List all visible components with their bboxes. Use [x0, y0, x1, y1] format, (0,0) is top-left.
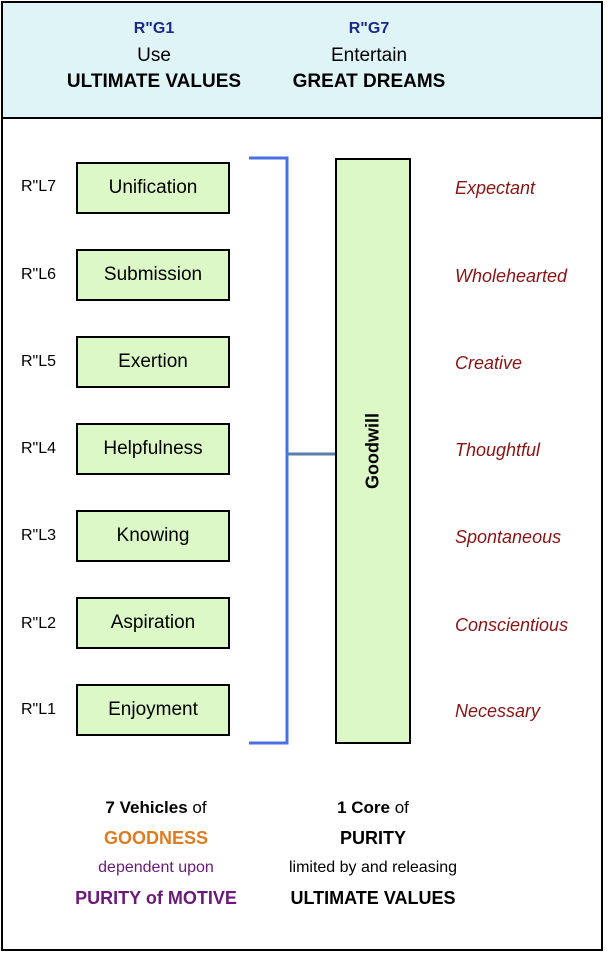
- level-code-l6: R"L6: [21, 266, 57, 283]
- footer-left-count-rest: of: [187, 798, 207, 817]
- footer-right-count: 1 Core of: [253, 793, 493, 823]
- level-code-l2: R"L2: [21, 615, 57, 632]
- footer-right-relation: limited by and releasing: [288, 859, 458, 876]
- quality-l6: Wholehearted: [455, 266, 568, 286]
- quality-l4: Thoughtful: [455, 440, 541, 460]
- header-right-verb: Entertain: [330, 45, 408, 66]
- level-code-l4: R"L4: [21, 440, 57, 457]
- vehicle-label: Knowing: [116, 525, 190, 546]
- footer-left-count: 7 Vehicles of: [36, 793, 276, 823]
- footer-right: 1 Core of PURITY limited by and releasin…: [253, 793, 493, 913]
- footer-left: 7 Vehicles of GOODNESS dependent upon PU…: [36, 793, 276, 913]
- quality-l2: Conscientious: [455, 615, 569, 635]
- footer-right-count-rest: of: [390, 798, 409, 817]
- vehicle-label: Aspiration: [110, 612, 196, 633]
- core-label: Goodwill: [362, 413, 383, 489]
- core-box-goodwill: Goodwill: [335, 158, 411, 744]
- footer-left-relation: dependent upon: [98, 859, 214, 876]
- vehicle-label: Helpfulness: [103, 438, 203, 459]
- footer-left-count-bold: 7 Vehicles: [105, 798, 188, 817]
- quality-l1: Necessary: [455, 701, 541, 721]
- header-right: R"G7 Entertain GREAT DREAMS: [259, 19, 479, 95]
- vehicle-box-knowing: Knowing: [76, 510, 230, 562]
- quality-l5: Creative: [455, 353, 523, 373]
- vehicle-label: Unification: [108, 177, 198, 198]
- level-code-l5: R"L5: [21, 353, 57, 370]
- level-code-l1: R"L1: [21, 701, 57, 718]
- header-left-object: ULTIMATE VALUES: [66, 71, 242, 92]
- footer-right-target: ULTIMATE VALUES: [290, 888, 456, 908]
- header-left-code: R"G1: [133, 20, 175, 37]
- header-right-code: R"G7: [348, 20, 390, 37]
- header: R"G1 Use ULTIMATE VALUES R"G7 Entertain …: [3, 3, 601, 119]
- vehicle-label: Exertion: [118, 351, 188, 372]
- header-left: R"G1 Use ULTIMATE VALUES: [44, 19, 264, 95]
- bracket-line: [249, 156, 289, 745]
- vehicle-box-enjoyment: Enjoyment: [76, 684, 230, 736]
- footer-right-main: PURITY: [339, 828, 406, 848]
- level-code-l3: R"L3: [21, 527, 57, 544]
- vehicle-label: Enjoyment: [108, 699, 198, 720]
- quality-l3: Spontaneous: [455, 527, 562, 547]
- footer-right-count-bold: 1 Core: [337, 798, 390, 817]
- footer-left-target: PURITY of MOTIVE: [75, 888, 237, 908]
- vehicle-box-exertion: Exertion: [76, 336, 230, 388]
- vehicle-box-submission: Submission: [76, 249, 230, 301]
- vehicle-box-aspiration: Aspiration: [76, 597, 230, 649]
- footer-left-main: GOODNESS: [103, 828, 209, 848]
- vehicle-box-helpfulness: Helpfulness: [76, 423, 230, 475]
- level-code-l7: R"L7: [21, 178, 57, 195]
- header-right-object: GREAT DREAMS: [292, 71, 446, 92]
- header-left-verb: Use: [137, 45, 171, 66]
- bracket-connector: [249, 156, 335, 745]
- vehicle-label: Submission: [103, 264, 203, 285]
- vehicle-box-unification: Unification: [76, 162, 230, 214]
- quality-l7: Expectant: [455, 178, 536, 198]
